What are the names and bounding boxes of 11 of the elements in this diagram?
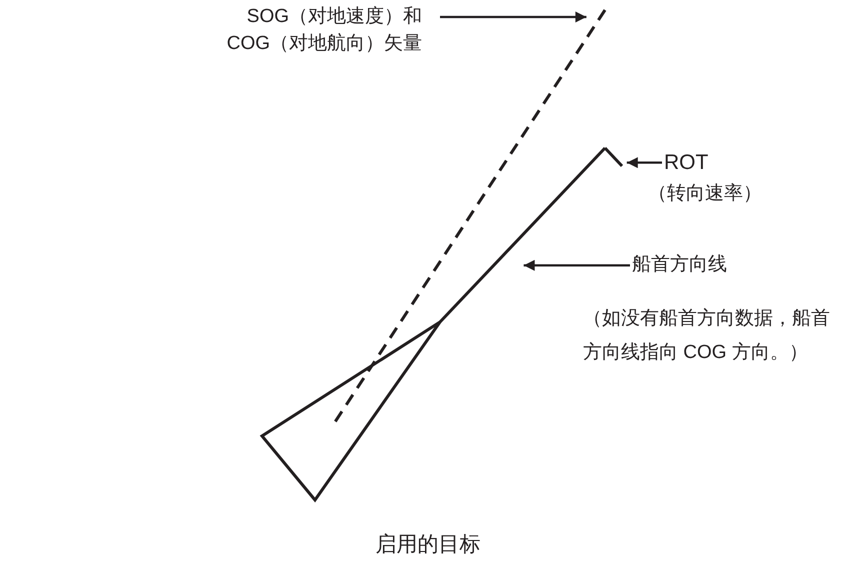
callout-note: （转向速率） (648, 182, 763, 206)
caption: 启用的目标 (374, 532, 482, 558)
rot-indicator-line (604, 146, 624, 168)
callout-label: 船首方向线 (632, 253, 728, 277)
leader-arrow (626, 157, 662, 168)
leader-arrow (440, 12, 586, 22)
target-triangle-symbol (260, 320, 442, 502)
callout-label: SOG（对地速度）和 COG（对地航向）矢量 (226, 5, 422, 56)
leader-arrow (524, 260, 630, 271)
callout-label: ROT (664, 150, 710, 176)
callout-note: （如没有船首方向数据，船首方向线指向 COG 方向。） (583, 307, 831, 365)
